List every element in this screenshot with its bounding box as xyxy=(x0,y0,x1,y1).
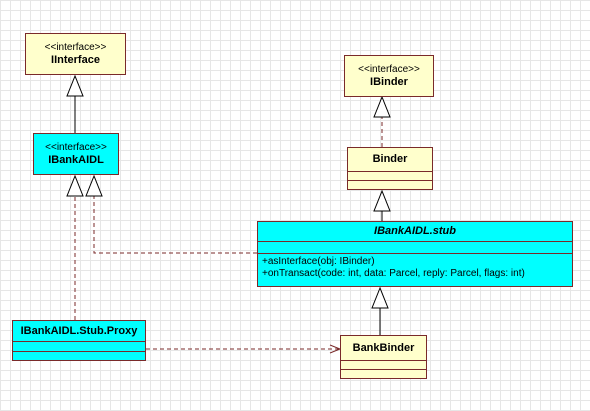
generalization-arrowhead-binder xyxy=(373,189,391,212)
attributes-section xyxy=(13,341,145,351)
realization-arrowhead-ibankaidl-left xyxy=(66,174,84,197)
attributes-section xyxy=(258,241,572,253)
stereotype-label: <<interface>> xyxy=(358,63,420,75)
class-name-section: IBankAIDL.Stub.Proxy xyxy=(13,321,145,341)
operations-section xyxy=(348,180,432,189)
operations-section xyxy=(13,350,145,361)
class-name-section: <<interface>> IBankAIDL xyxy=(34,134,118,174)
generalization-arrowhead-iinterface xyxy=(66,74,84,97)
class-binder[interactable]: Binder xyxy=(347,147,433,190)
class-bankbinder[interactable]: BankBinder xyxy=(340,335,427,379)
realization-arrowhead-ibankaidl-right xyxy=(85,174,103,197)
class-name-section: BankBinder xyxy=(341,336,426,360)
class-ibankaidl-stub-proxy[interactable]: IBankAIDL.Stub.Proxy xyxy=(12,320,146,361)
class-ibankaidl[interactable]: <<interface>> IBankAIDL xyxy=(33,133,119,175)
generalization-arrowhead-stub xyxy=(371,286,389,309)
class-name: IBankAIDL.stub xyxy=(374,225,456,237)
attributes-section xyxy=(348,171,432,180)
stereotype-label: <<interface>> xyxy=(44,41,107,53)
class-name: Binder xyxy=(372,153,408,165)
class-ibinder[interactable]: <<interface>> IBinder xyxy=(344,55,434,97)
class-name: IInterface xyxy=(51,53,100,66)
operation-as-interface: +asInterface(obj: IBinder) xyxy=(262,256,375,267)
class-name-section: <<interface>> IBinder xyxy=(345,56,433,96)
operation-on-transact: +onTransact(code: int, data: Parcel, rep… xyxy=(262,268,525,279)
class-name: BankBinder xyxy=(352,341,415,354)
operations-section: +asInterface(obj: IBinder) +onTransact(c… xyxy=(258,253,572,282)
class-name-section: IBankAIDL.stub xyxy=(258,222,572,241)
attributes-section xyxy=(341,360,426,369)
class-name-section: <<interface>> IInterface xyxy=(26,34,125,74)
class-iinterface[interactable]: <<interface>> IInterface xyxy=(25,33,126,75)
class-name: IBinder xyxy=(370,75,408,88)
stereotype-label: <<interface>> xyxy=(45,141,107,153)
class-name: IBankAIDL xyxy=(48,153,104,166)
class-name: IBankAIDL.Stub.Proxy xyxy=(20,324,138,337)
operations-section xyxy=(341,369,426,378)
realization-arrowhead-ibinder xyxy=(373,95,391,118)
class-name-section: Binder xyxy=(348,148,432,171)
class-ibankaidl-stub[interactable]: IBankAIDL.stub +asInterface(obj: IBinder… xyxy=(257,221,573,287)
realization-line-stub-ibankaidl xyxy=(93,196,257,254)
